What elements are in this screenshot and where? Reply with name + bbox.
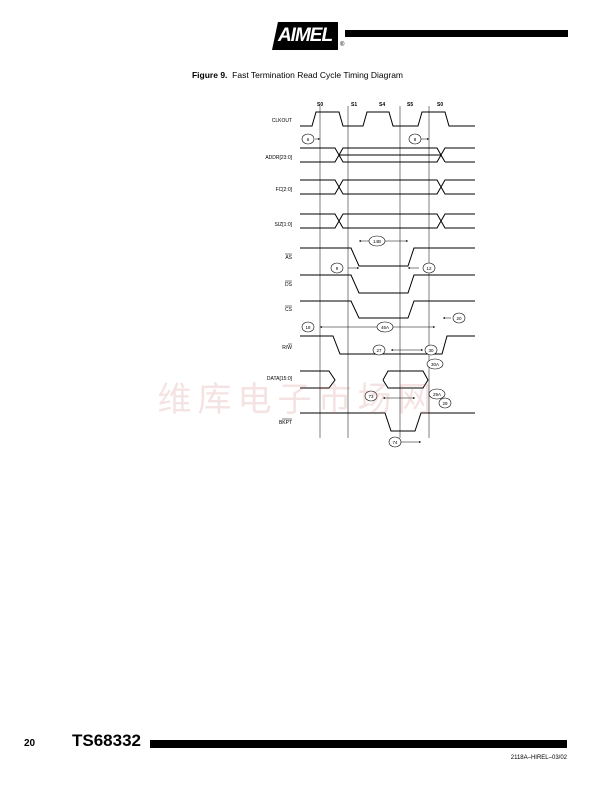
- document-code: 2118A–HIREL–03/02: [510, 755, 567, 761]
- cs-wave: [300, 300, 475, 319]
- sig-data: DATA[15:0]: [267, 376, 293, 382]
- atmel-logo: AIMEL: [272, 22, 338, 50]
- as-wave: [300, 247, 475, 267]
- sig-rw: R/W: [282, 345, 292, 351]
- product-name: TS68332: [72, 731, 141, 750]
- figure-label: Figure 9.: [191, 70, 228, 80]
- data-wave: [300, 370, 429, 389]
- sig-fc: FC[2:0]: [276, 187, 293, 193]
- footer-rule: [150, 740, 567, 748]
- timing-20: 20: [456, 316, 462, 321]
- sig-siz: SIZ[1:0]: [274, 222, 292, 228]
- state-s0: S0: [317, 102, 323, 108]
- timing-9: 9: [336, 266, 339, 271]
- figure-title: Figure 9. Fast Termination Read Cycle Ti…: [0, 70, 595, 80]
- bkpt-wave: [300, 412, 475, 432]
- timing-12: 12: [426, 266, 432, 271]
- figure-caption: Fast Termination Read Cycle Timing Diagr…: [232, 70, 404, 80]
- fc-wave: [300, 179, 475, 195]
- timing-73: 73: [368, 394, 374, 399]
- sig-as: AS: [285, 255, 292, 261]
- timing-46a: 46A: [381, 325, 389, 330]
- page-number: 20: [24, 738, 36, 749]
- sig-ds: DS: [285, 282, 293, 288]
- watermark: 维库电子市场网: [157, 380, 438, 420]
- sig-cs: CS: [285, 307, 293, 313]
- timing-diagram: S0 S1 S4 S5 S0 CLKOUT ADDR[23:0] FC[2:0]…: [265, 102, 475, 448]
- state-s0-end: S0: [437, 102, 443, 108]
- timing-29a: 29A: [433, 392, 441, 397]
- timing-6-left: 6: [307, 137, 310, 142]
- state-s5: S5: [407, 102, 413, 108]
- timing-74: 74: [392, 440, 398, 445]
- addr-wave: [300, 147, 475, 163]
- state-s1: S1: [351, 102, 357, 108]
- timing-18: 18: [305, 325, 311, 330]
- timing-29: 29: [442, 401, 448, 406]
- timing-27: 27: [376, 348, 382, 353]
- ds-wave: [300, 274, 475, 294]
- state-s4: S4: [379, 102, 385, 108]
- timing-30: 30: [428, 348, 434, 353]
- timing-14b: 14B: [373, 239, 381, 244]
- sig-addr: ADDR[23:0]: [265, 155, 292, 161]
- clkout-wave: [300, 111, 475, 127]
- rw-wave: [300, 335, 475, 355]
- timing-30a: 30A: [431, 362, 439, 367]
- header-rule: [345, 30, 568, 37]
- sig-bkpt: BKPT: [279, 420, 292, 426]
- siz-wave: [300, 213, 475, 229]
- sig-clkout: CLKOUT: [272, 118, 292, 124]
- registered-mark: ®: [340, 42, 345, 48]
- timing-8: 8: [414, 137, 417, 142]
